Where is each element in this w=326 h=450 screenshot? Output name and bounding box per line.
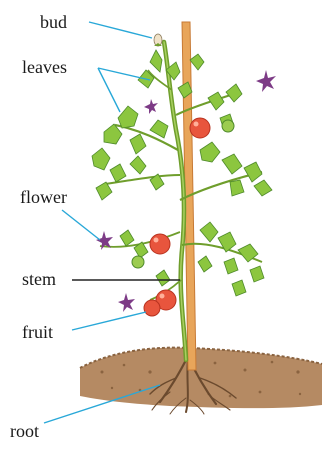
label-stem: stem: [22, 269, 56, 289]
labels: bud leaves flower stem fruit root: [10, 12, 67, 441]
leader-leaves-2: [98, 68, 120, 112]
label-root: root: [10, 421, 39, 441]
leader-fruit: [72, 312, 146, 330]
label-flower: flower: [20, 187, 67, 207]
leader-bud: [89, 22, 152, 38]
leader-flower: [62, 210, 100, 240]
label-bud: bud: [40, 12, 67, 32]
label-fruit: fruit: [22, 322, 53, 342]
label-leaves: leaves: [22, 57, 67, 77]
leader-leaves-1: [98, 68, 150, 80]
flower-bud: [154, 34, 162, 46]
